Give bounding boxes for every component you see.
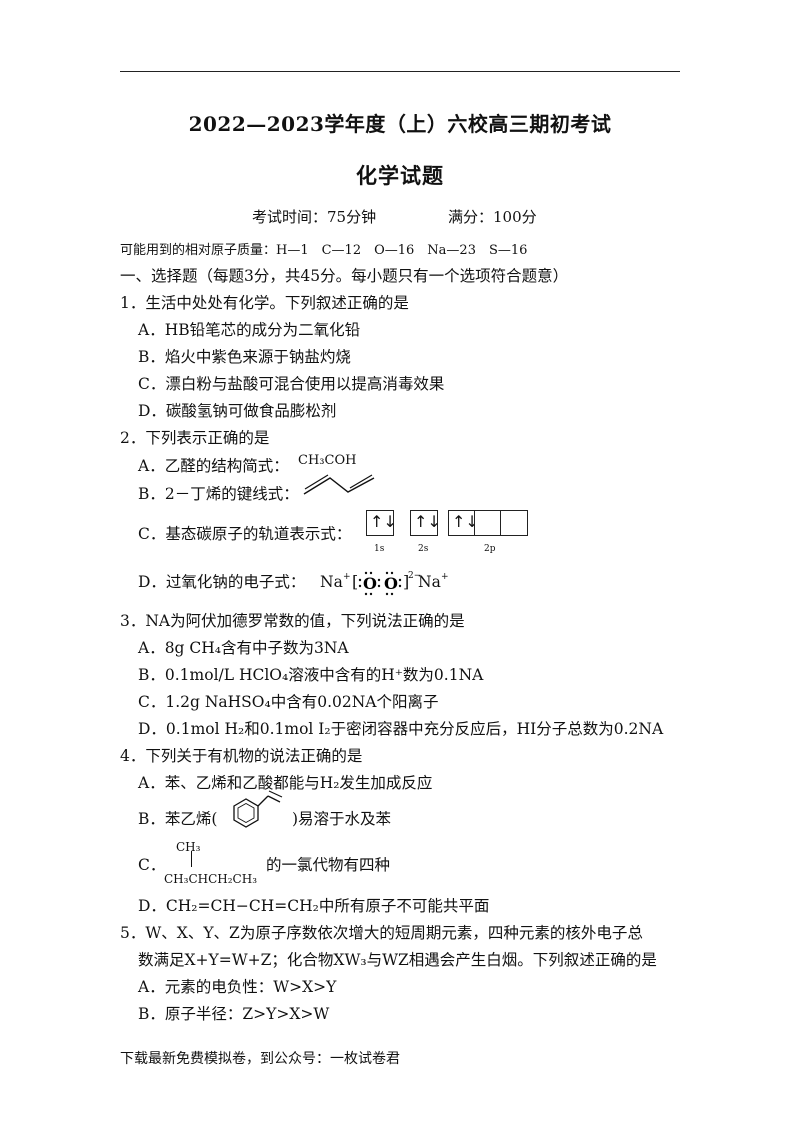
q4-option-b-prefix: B．苯乙烯( (138, 810, 218, 828)
orbital-2p-box-3 (500, 510, 528, 536)
full-score: 满分：100分 (448, 208, 537, 226)
sodium-peroxide-electron-formula: Na + [ O O ] 2− Na + (320, 568, 450, 598)
na-left: Na (320, 573, 343, 591)
orbital-label-1s: 1s (374, 544, 385, 554)
q5-option-a: A．元素的电负性：W>X>Y (138, 978, 337, 996)
orbital-2s-box: ↑↓ (410, 510, 441, 536)
branch-bond (191, 851, 192, 867)
svg-text:O: O (384, 574, 398, 593)
butene-skeletal-structure (303, 474, 375, 495)
exam-time: 考试时间：75分钟 (252, 208, 377, 226)
section-heading: 一、选择题（每题3分，共45分。每小题只有一个选项符合题意） (120, 267, 569, 285)
styrene-structure (233, 790, 283, 828)
bracket-right: ] (403, 572, 410, 591)
na-right-charge: + (441, 572, 449, 582)
q1-option-b: B．焰火中紫色来源于钠盐灼烧 (138, 348, 351, 366)
atomic-masses: 可能用到的相对原子质量：H—1 C—12 O—16 Na—23 S—16 (120, 243, 528, 258)
footer-note: 下载最新免费模拟卷，到公众号：一枚试卷君 (120, 1051, 400, 1067)
q2-option-c: C．基态碳原子的轨道表示式： (138, 525, 352, 543)
q4-option-d: D．CH₂=CH−CH=CH₂中所有原子不可能共平面 (138, 897, 490, 915)
q5-option-b: B．原子半径：Z>Y>X>W (138, 1005, 330, 1023)
q4-stem: 4．下列关于有机物的说法正确的是 (120, 747, 363, 765)
q3-stem: 3．NA为阿伏加德罗常数的值，下列说法正确的是 (120, 612, 465, 630)
q3-option-a: A．8g CH₄含有中子数为3NA (138, 639, 349, 657)
q3-option-b: B．0.1mol/L HClO₄溶液中含有的H⁺数为0.1NA (138, 666, 484, 684)
methyl-branch: CH₃ (176, 840, 201, 854)
top-rule (120, 71, 680, 72)
q2-option-a: A．乙醛的结构简式： (138, 457, 289, 475)
peroxide-charge: 2− (408, 571, 422, 581)
q4-option-c-prefix: C． (138, 856, 166, 874)
orbital-1s-box: ↑↓ (366, 510, 397, 536)
q2-stem: 2．下列表示正确的是 (120, 429, 270, 447)
pentane-chain: CH₃CHCH₂CH₃ (164, 872, 258, 886)
orbital-2p-box-2 (474, 510, 502, 536)
q2-option-b: B．2－丁烯的键线式： (138, 485, 299, 503)
q3-option-c: C．1.2g NaHSO₄中含有0.02NA个阳离子 (138, 693, 439, 711)
bracket-left: [ (352, 572, 359, 591)
q3-option-d: D．0.1mol H₂和0.1mol I₂于密闭容器中充分反应后，HI分子总数为… (138, 720, 664, 738)
q2-a-formula: CH₃COH (298, 453, 357, 468)
q1-option-d: D．碳酸氢钠可做食品膨松剂 (138, 402, 337, 420)
q4-option-c-suffix: 的一氯代物有四种 (266, 856, 391, 874)
orbital-label-2p: 2p (484, 544, 496, 554)
na-right: Na (418, 573, 441, 591)
exam-title: 2022—2023学年度（上）六校高三期初考试 (188, 112, 612, 136)
peroxide-dots: O O (358, 571, 402, 596)
q1-option-c: C．漂白粉与盐酸可混合使用以提高消毒效果 (138, 375, 445, 393)
na-left-charge: + (343, 572, 351, 582)
orbital-label-2s: 2s (418, 544, 429, 554)
subject-title: 化学试题 (356, 163, 444, 188)
q4-option-b-suffix: )易溶于水及苯 (292, 810, 392, 828)
q4-option-a: A．苯、乙烯和乙酸都能与H₂发生加成反应 (138, 774, 433, 792)
svg-text:O: O (363, 574, 377, 593)
q2-option-d: D．过氧化钠的电子式： (138, 573, 306, 591)
q1-stem: 1．生活中处处有化学。下列叙述正确的是 (120, 294, 409, 312)
orbital-2p-box-1: ↑↓ (448, 510, 479, 536)
q1-option-a: A．HB铅笔芯的成分为二氧化铅 (138, 321, 361, 339)
q5-stem-line1: 5．W、X、Y、Z为原子序数依次增大的短周期元素，四种元素的核外电子总 (120, 924, 643, 942)
q5-stem-line2: 数满足X+Y=W+Z；化合物XW₃与WZ相遇会产生白烟。下列叙述正确的是 (138, 951, 657, 969)
